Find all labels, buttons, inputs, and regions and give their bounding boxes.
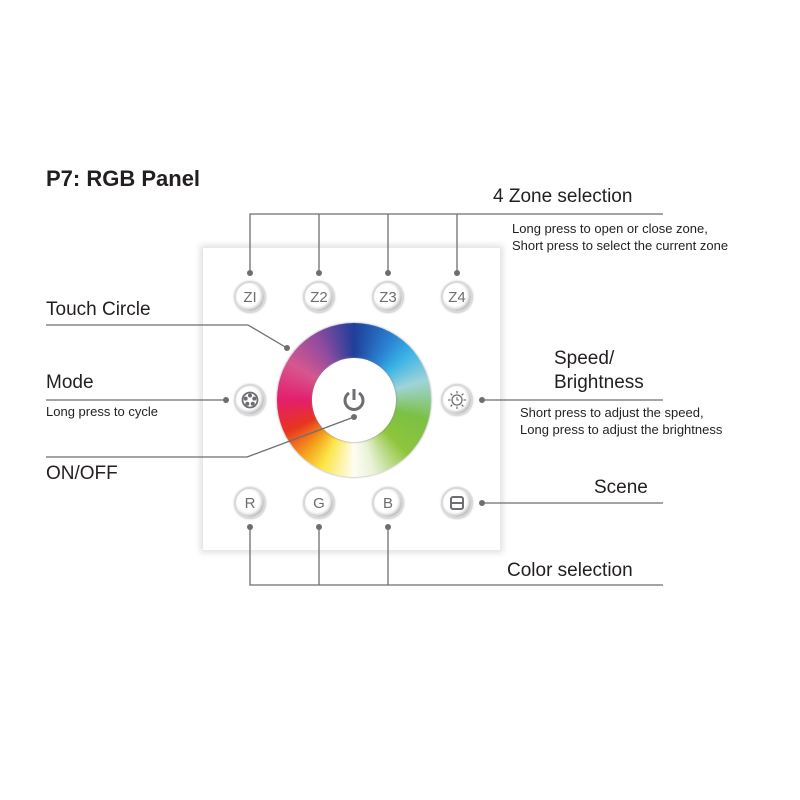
scene-label: Scene bbox=[594, 477, 648, 498]
speed-brightness-button[interactable] bbox=[441, 384, 473, 416]
film-reel-icon bbox=[241, 391, 259, 409]
speed-desc-1: Short press to adjust the speed, bbox=[520, 405, 704, 420]
zone-desc-2: Short press to select the current zone bbox=[512, 238, 729, 253]
page-title: P7: RGB Panel bbox=[46, 166, 201, 191]
zone-4-button[interactable]: Z4 bbox=[441, 281, 473, 313]
zone-selection-label: 4 Zone selection bbox=[493, 186, 633, 207]
zone-1-button[interactable]: ZI bbox=[234, 281, 266, 313]
zone-desc-1: Long press to open or close zone, bbox=[512, 221, 708, 236]
save-icon bbox=[450, 496, 464, 510]
mode-button[interactable] bbox=[234, 384, 266, 416]
sun-clock-icon bbox=[448, 391, 466, 409]
red-button[interactable]: R bbox=[234, 487, 266, 519]
mode-desc: Long press to cycle bbox=[46, 404, 159, 419]
blue-button[interactable]: B bbox=[372, 487, 404, 519]
color-selection-label: Color selection bbox=[507, 560, 633, 581]
brightness-label: Brightness bbox=[554, 372, 644, 393]
zone-3-button[interactable]: Z3 bbox=[372, 281, 404, 313]
speed-label: Speed/ bbox=[554, 348, 615, 369]
touch-circle-label: Touch Circle bbox=[46, 299, 151, 320]
onoff-label: ON/OFF bbox=[46, 463, 118, 484]
mode-label: Mode bbox=[46, 372, 94, 393]
green-button[interactable]: G bbox=[303, 487, 335, 519]
power-icon bbox=[343, 389, 365, 411]
speed-desc-2: Long press to adjust the brightness bbox=[520, 422, 723, 437]
zone-2-button[interactable]: Z2 bbox=[303, 281, 335, 313]
scene-button[interactable] bbox=[441, 487, 473, 519]
